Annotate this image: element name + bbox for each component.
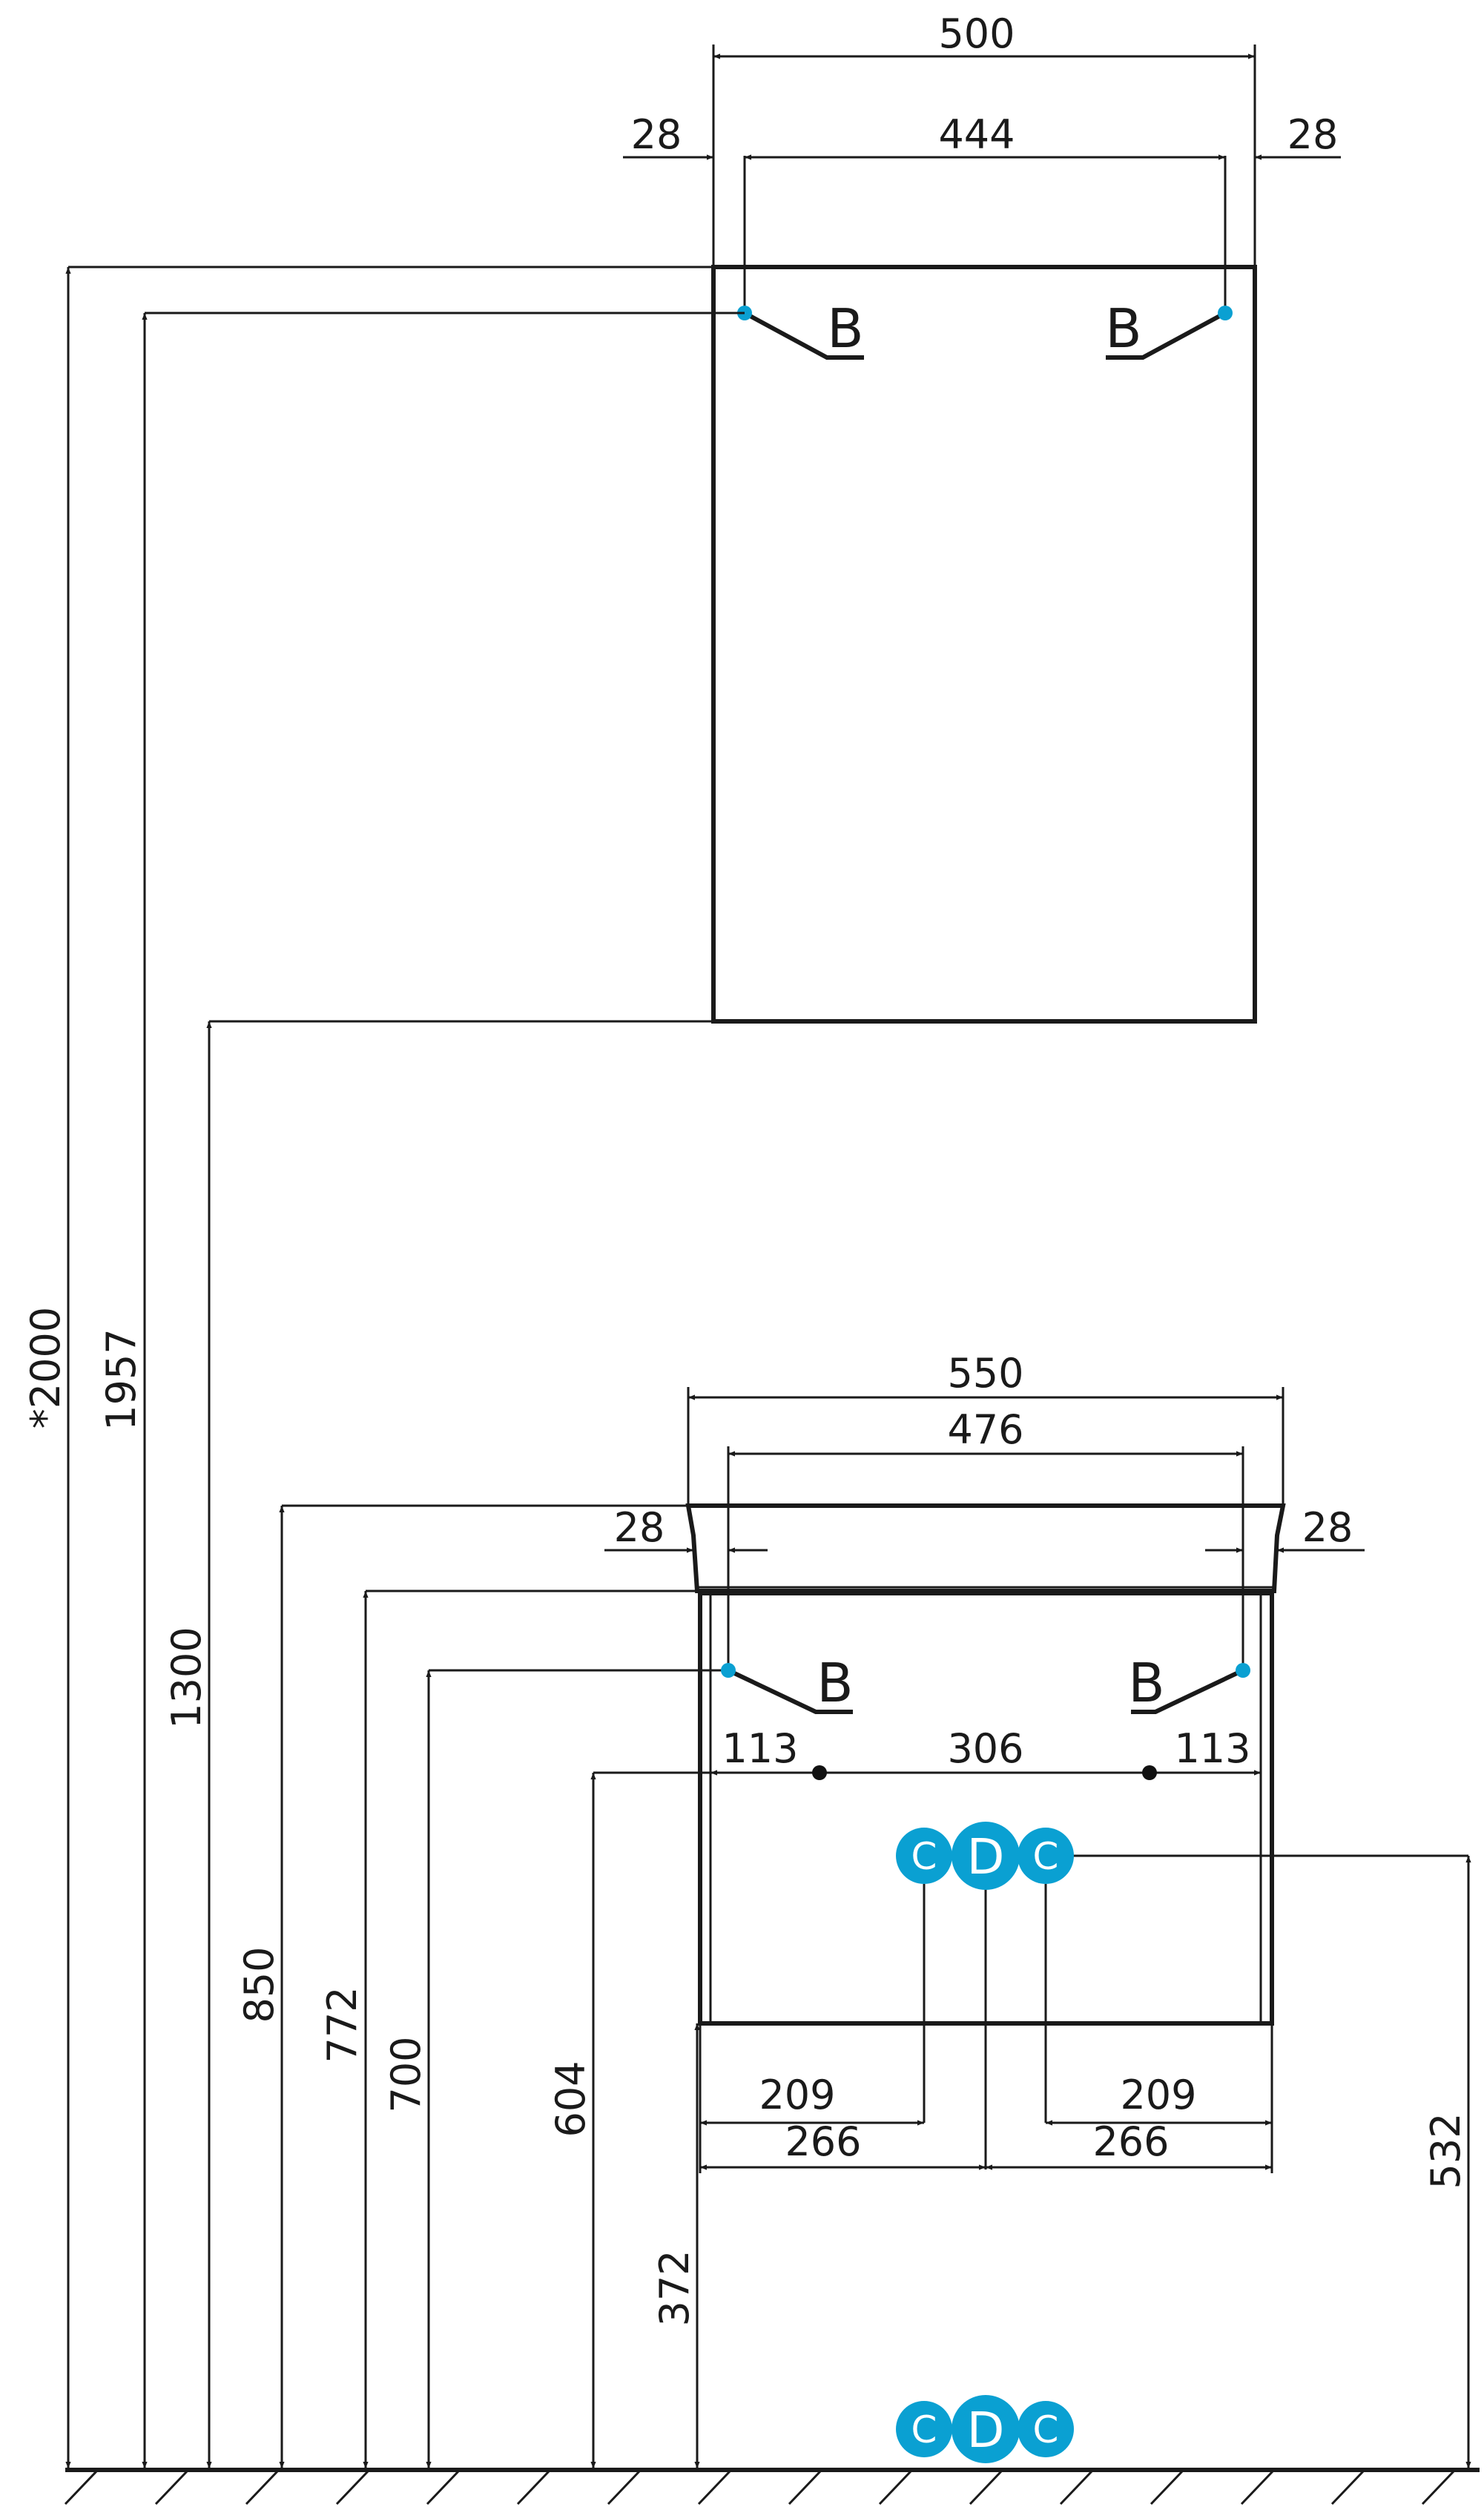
dim-113-left: 113 (722, 1725, 798, 1772)
connection-badges-floor: C D C (896, 2395, 1074, 2463)
height-dimensions: *2000 1957 1300 850 772 700 604 372 (22, 266, 820, 2468)
dim-532: 532 (1422, 2112, 1469, 2189)
vanity: 550 476 28 28 B B 113 306 113 (604, 1350, 1468, 2173)
hanger-point-right (1218, 306, 1233, 320)
dim-772: 772 (319, 1986, 366, 2063)
mount-hole-right (1142, 1765, 1157, 1780)
dim-28-mirror-right: 28 (1287, 111, 1339, 158)
hot-water-badge (1018, 1828, 1074, 1884)
dim-604: 604 (547, 2060, 594, 2137)
dim-266-left: 266 (785, 2118, 861, 2165)
vanity-hanger-label-right: B (1128, 1652, 1164, 1714)
pipe-height-dimension: 532 (1422, 1856, 1471, 2468)
floor (64, 2468, 1480, 2506)
dim-700: 700 (383, 2036, 429, 2112)
floor-cold-water-label: C (911, 2408, 937, 2451)
connection-badges-upper: C D C (896, 1822, 1074, 1890)
vanity-hanger-label-left: B (817, 1652, 853, 1714)
mount-hole-left (812, 1765, 827, 1780)
mirror-cabinet-outline (711, 265, 1257, 1024)
dim-266-right: 266 (1092, 2118, 1169, 2165)
vanity-top-outline (685, 1503, 1286, 1593)
dim-476: 476 (947, 1406, 1023, 1453)
floor-hatching (64, 2470, 1455, 2506)
vanity-hanger-left-symbol (727, 1668, 853, 1714)
cold-water-badge (896, 1828, 952, 1884)
hanger-label-left: B (827, 297, 863, 360)
floor-cold-water-badge (896, 2401, 952, 2457)
drain-badge (952, 1822, 1020, 1890)
drain-label: D (967, 1828, 1005, 1885)
dim-1300: 1300 (163, 1627, 210, 1728)
hanger-right-symbol (1106, 311, 1227, 360)
dim-113-right: 113 (1174, 1725, 1250, 1772)
hanger-label-right: B (1105, 297, 1141, 360)
mirror-cabinet: 500 444 28 28 B B (623, 10, 1341, 1024)
floor-drain-label: D (967, 2402, 1005, 2459)
cold-water-label: C (911, 1835, 937, 1878)
floor-drain-badge (952, 2395, 1020, 2463)
dim-1957: 1957 (98, 1328, 145, 1430)
dim-28-mirror-left: 28 (631, 111, 682, 158)
dim-2000: *2000 (22, 1307, 69, 1429)
dim-306: 306 (947, 1725, 1023, 1772)
dim-28-vanity-right: 28 (1302, 1504, 1353, 1551)
vanity-hanger-point-right (1236, 1663, 1250, 1678)
hanger-left-symbol (743, 311, 864, 360)
floor-hot-water-label: C (1033, 2408, 1059, 2451)
vanity-hanger-point-left (721, 1663, 736, 1678)
dim-550: 550 (947, 1350, 1023, 1397)
dim-500: 500 (938, 10, 1015, 57)
dim-28-vanity-left: 28 (614, 1504, 665, 1551)
floor-hot-water-badge (1018, 2401, 1074, 2457)
dim-444: 444 (938, 111, 1015, 158)
hot-water-label: C (1033, 1835, 1059, 1878)
dim-209-left: 209 (759, 2072, 835, 2118)
dim-209-right: 209 (1120, 2072, 1196, 2118)
vanity-hanger-right-symbol (1131, 1668, 1244, 1714)
dim-372: 372 (651, 2250, 698, 2326)
dim-850: 850 (236, 1946, 283, 2023)
